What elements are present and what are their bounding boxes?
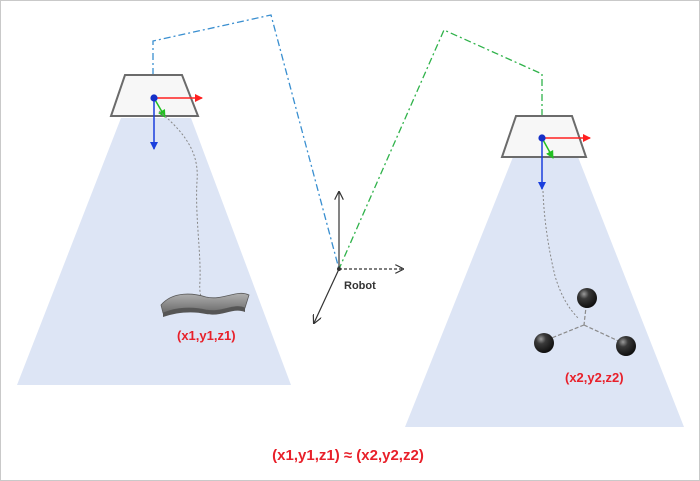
left-axis-y-arrow	[153, 97, 166, 118]
left-camera-axes	[150, 94, 203, 150]
right-trajectory-line	[542, 190, 580, 320]
robot-frame	[314, 192, 403, 323]
right-camera-link	[338, 29, 543, 270]
right-camera-axes	[538, 134, 591, 190]
right-axis-y-arrow	[541, 137, 554, 159]
right-camera-origin-dot	[538, 134, 546, 142]
robot-axis-diagonal-arrow	[314, 268, 340, 323]
left-trajectory-line	[158, 110, 203, 302]
left-coordinate-label: (x1,y1,z1)	[177, 328, 236, 343]
ball-right	[616, 336, 636, 356]
ball-left	[534, 333, 554, 353]
left-camera-link	[152, 14, 340, 270]
equation-label: (x1,y1,z1) ≈ (x2,y2,z2)	[272, 447, 424, 464]
right-coordinate-label: (x2,y2,z2)	[565, 370, 624, 385]
robot-label: Robot	[344, 280, 376, 292]
robot-origin-dot	[337, 267, 341, 271]
left-view-cone	[17, 118, 291, 385]
left-camera-origin-dot	[150, 94, 158, 102]
ball-top	[577, 288, 597, 308]
left-target-object	[160, 292, 250, 317]
right-view-cone	[405, 157, 684, 427]
right-target-object	[534, 288, 636, 356]
